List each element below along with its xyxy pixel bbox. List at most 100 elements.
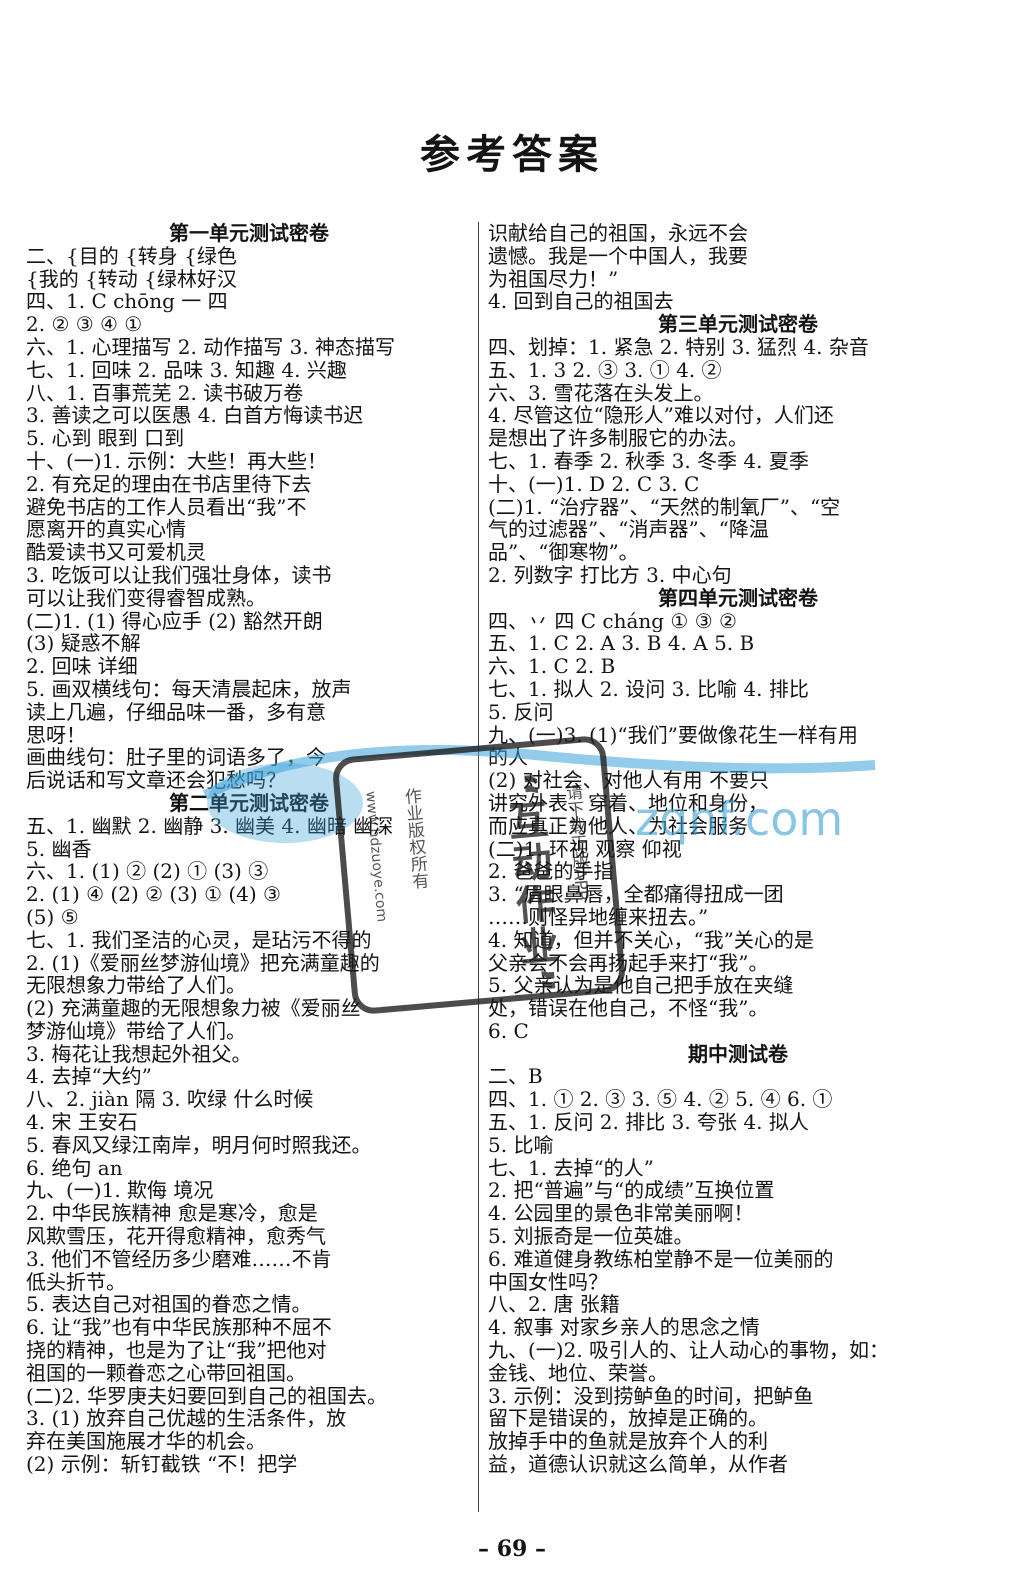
answer-line: 酷爱读书又可爱机灵	[26, 541, 206, 564]
answer-line: 梦游仙境》带给了人们。	[26, 1019, 246, 1043]
answer-line: 3. 善读之可以医愚 4. 白首方悔读书迟	[26, 404, 364, 428]
answer-line: 6. 让“我”也有中华民族那种不屈不	[26, 1316, 332, 1340]
answer-line: (二)2. 华罗庚夫妇要回到自己的祖国去。	[26, 1384, 388, 1408]
answer-line: 2. ② ③ ④ ①	[26, 313, 143, 336]
answer-line: 八、2. jiàn 隔 3. 吹绿 什么时候	[26, 1088, 314, 1112]
answer-line: 九、(一)1. 欺侮 境况	[26, 1179, 214, 1203]
answer-line: (2) 充满童趣的无限想象力被《爱丽丝	[26, 997, 361, 1020]
answer-line: 四、丷 四 C cháng ① ③ ②	[488, 609, 737, 633]
section-heading: 第三单元测试密卷	[658, 313, 818, 336]
answer-line: 放掉手中的鱼就是放弃个人的利	[488, 1430, 768, 1454]
answer-line: 2. 爸爸的手指	[488, 860, 614, 884]
answer-line: 愿离开的真实心情	[26, 518, 186, 542]
answer-line: 5. 画双横线句：每天清晨起床，放声	[26, 677, 352, 701]
answer-line: 留下是错误的，放掉是正确的。	[488, 1407, 768, 1431]
answer-line: 金钱、地位、荣誉。	[488, 1361, 668, 1385]
section-heading: 第一单元测试密卷	[169, 222, 329, 245]
answer-line: 读上几遍，仔细品味一番，多有意	[26, 700, 326, 724]
answer-line: 五、1. 幽默 2. 幽静 3. 幽美 4. 幽暗 幽深	[26, 814, 394, 838]
answer-line: 5. 比喻	[488, 1133, 554, 1157]
answer-line: 低头折节。	[26, 1270, 126, 1294]
answer-line: 五、1. C 2. A 3. B 4. A 5. B	[488, 632, 755, 656]
section-heading: 第二单元测试密卷	[169, 791, 329, 815]
answer-line: 4. 叙事 对家乡亲人的思念之情	[488, 1316, 760, 1340]
answer-line: 中国女性吗？	[488, 1270, 608, 1294]
answer-line: 父亲会不会再扬起手来打“我”。	[488, 951, 769, 975]
answer-line: 七、1. 去掉“的人”	[488, 1156, 654, 1180]
answer-line: 是想出了许多制服它的办法。	[488, 427, 748, 450]
answer-line: 弃在美国施展才华的机会。	[26, 1430, 266, 1454]
answer-line: 五、1. 反问 2. 排比 3. 夸张 4. 拟人	[488, 1111, 809, 1134]
answer-line: 七、1. 春季 2. 秋季 3. 冬季 4. 夏季	[488, 449, 809, 473]
answer-line: 5. 父亲认为是他自己把手放在夹缝	[488, 974, 794, 998]
answer-line: 七、1. 我们圣洁的心灵，是玷污不得的	[26, 928, 372, 952]
answer-line: 后说话和写文章还会犯愁吗？	[26, 769, 286, 792]
answer-line: 六、3. 雪花落在头发上。	[488, 381, 714, 405]
answer-line: 七、1. 回味 2. 品味 3. 知趣 4. 兴趣	[26, 358, 347, 382]
answer-line: (二)1. “治疗器”、“天然的制氧厂”、“空	[488, 495, 841, 519]
answer-line: 五、1. 3 2. ③ 3. ① 4. ②	[488, 358, 722, 382]
answer-line: 4. 尽管这位“隐形人”难以对付，人们还	[488, 404, 834, 428]
answer-line: {我的 {转动 {绿林好汉	[26, 267, 237, 291]
answer-line: 遗憾。我是一个中国人，我要	[488, 244, 748, 268]
answer-line: 5. 表达自己对祖国的眷恋之情。	[26, 1293, 312, 1317]
answer-line: 2. 中华民族精神 愈是寒冷，愈是	[26, 1202, 318, 1226]
answer-line: 2. (1)《爱丽丝梦游仙境》把充满童趣的	[26, 951, 380, 975]
answer-line: 3. 示例：没到捞鲈鱼的时间，把鲈鱼	[488, 1384, 814, 1408]
answer-line: 气的过滤器”、“消声器”、“降温	[488, 518, 769, 542]
answer-line: 七、1. 拟人 2. 设问 3. 比喻 4. 排比	[488, 677, 809, 701]
answer-column-left: 第一单元测试密卷二、{目的 {转身 {绿色 {我的 {转动 {绿林好汉四、1. …	[26, 222, 472, 1512]
answer-line: (2) 对社会、对他人有用 不要只	[488, 769, 770, 792]
answer-line: 6. 难道健身教练柏堂静不是一位美丽的	[488, 1247, 834, 1271]
answer-line: (二)1. (1) 得心应手 (2) 豁然开朗	[26, 609, 323, 633]
section-heading: 期中测试卷	[688, 1042, 788, 1066]
answer-line: 5. 幽香	[26, 837, 92, 861]
answer-column-right: 识献给自己的祖国，永远不会 遗憾。我是一个中国人，我要 为祖国尽力！” 4. 回…	[488, 222, 988, 1512]
answer-line: (二)1. 环视 观察 仰视	[488, 837, 682, 861]
answer-line: 2. (1) ④ (2) ② (3) ① (4) ③	[26, 883, 281, 906]
answer-line: 八、2. 唐 张籍	[488, 1293, 620, 1317]
answer-line: 画曲线句：肚子里的词语多了，今	[26, 746, 326, 770]
answer-line: 2. 回味 详细	[26, 655, 138, 678]
answer-line: 品”、“御寒物”。	[488, 541, 639, 564]
answer-line: 四、划掉：1. 紧急 2. 特别 3. 猛烈 4. 杂音	[488, 335, 869, 359]
answer-line: 2. 有充足的理由在书店里待下去	[26, 472, 312, 496]
answer-line: 十、(一)1. D 2. C 3. C	[488, 472, 700, 496]
answer-line: 挠的精神，也是为了让“我”把他对	[26, 1339, 327, 1362]
answer-line: 避免书店的工作人员看出“我”不	[26, 495, 307, 519]
answer-line: (3) 疑惑不解	[26, 632, 141, 656]
answer-line: 的人	[488, 746, 528, 770]
answer-line: 无限想象力带给了人们。	[26, 974, 246, 998]
answer-line: 4. 去掉“大约”	[26, 1065, 152, 1089]
answer-line: 六、1. (1) ② (2) ① (3) ③	[26, 860, 269, 884]
answer-line: 5. 反问	[488, 700, 554, 724]
answer-line: 3. 他们不管经历多少磨难……不肯	[26, 1247, 332, 1271]
answer-line: 2. 把“普遍”与“的成绩”互换位置	[488, 1179, 775, 1203]
answer-line: 2. 列数字 打比方 3. 中心句	[488, 563, 732, 587]
answer-line: 二、B	[488, 1065, 543, 1089]
section-heading: 第四单元测试密卷	[658, 586, 818, 610]
answer-line: 6. 绝句 an	[26, 1156, 123, 1180]
answer-line: ……则怪异地缠来扭去。”	[488, 905, 709, 929]
answer-line: 3. 吃饭可以让我们强壮身体，读书	[26, 563, 332, 587]
answer-line: 四、1. ① 2. ③ 3. ⑤ 4. ② 5. ④ 6. ①	[488, 1088, 833, 1112]
answer-line: 讲究外表、穿着、地位和身份，	[488, 791, 768, 815]
answer-line: 八、1. 百事荒芜 2. 读书破万卷	[26, 381, 304, 405]
answer-line: 3. (1) 放弃自己优越的生活条件，放	[26, 1407, 347, 1431]
answer-line: 5. 春风又绿江南岸，明月何时照我还。	[26, 1133, 372, 1157]
answer-line: (5) ⑤	[26, 905, 79, 929]
page-title: 参考答案	[420, 131, 604, 178]
answer-line: (2) 示例：斩钉截铁 “不！把学	[26, 1453, 298, 1476]
answer-line: 十、(一)1. 示例：大些！再大些！	[26, 449, 328, 473]
answer-line: 二、{目的 {转身 {绿色	[26, 244, 237, 268]
answer-line: 思呀！	[26, 723, 86, 747]
answer-line: 六、1. 心理描写 2. 动作描写 3. 神态描写	[26, 335, 396, 359]
answer-line: 风欺雪压，花开得愈精神，愈秀气	[26, 1225, 326, 1248]
answer-line: 为祖国尽力！”	[488, 267, 619, 291]
answer-line: 四、1. C chōng 一 四	[26, 290, 228, 314]
answer-line: 4. 回到自己的祖国去	[488, 290, 674, 314]
answer-line: 处，错误在他自己，不怪“我”。	[488, 997, 769, 1020]
answer-line: 4. 公园里的景色非常美丽啊！	[488, 1202, 754, 1226]
answer-line: 益，道德认识就这么简单，从作者	[488, 1453, 788, 1476]
page-number: – 69 –	[478, 1536, 546, 1562]
